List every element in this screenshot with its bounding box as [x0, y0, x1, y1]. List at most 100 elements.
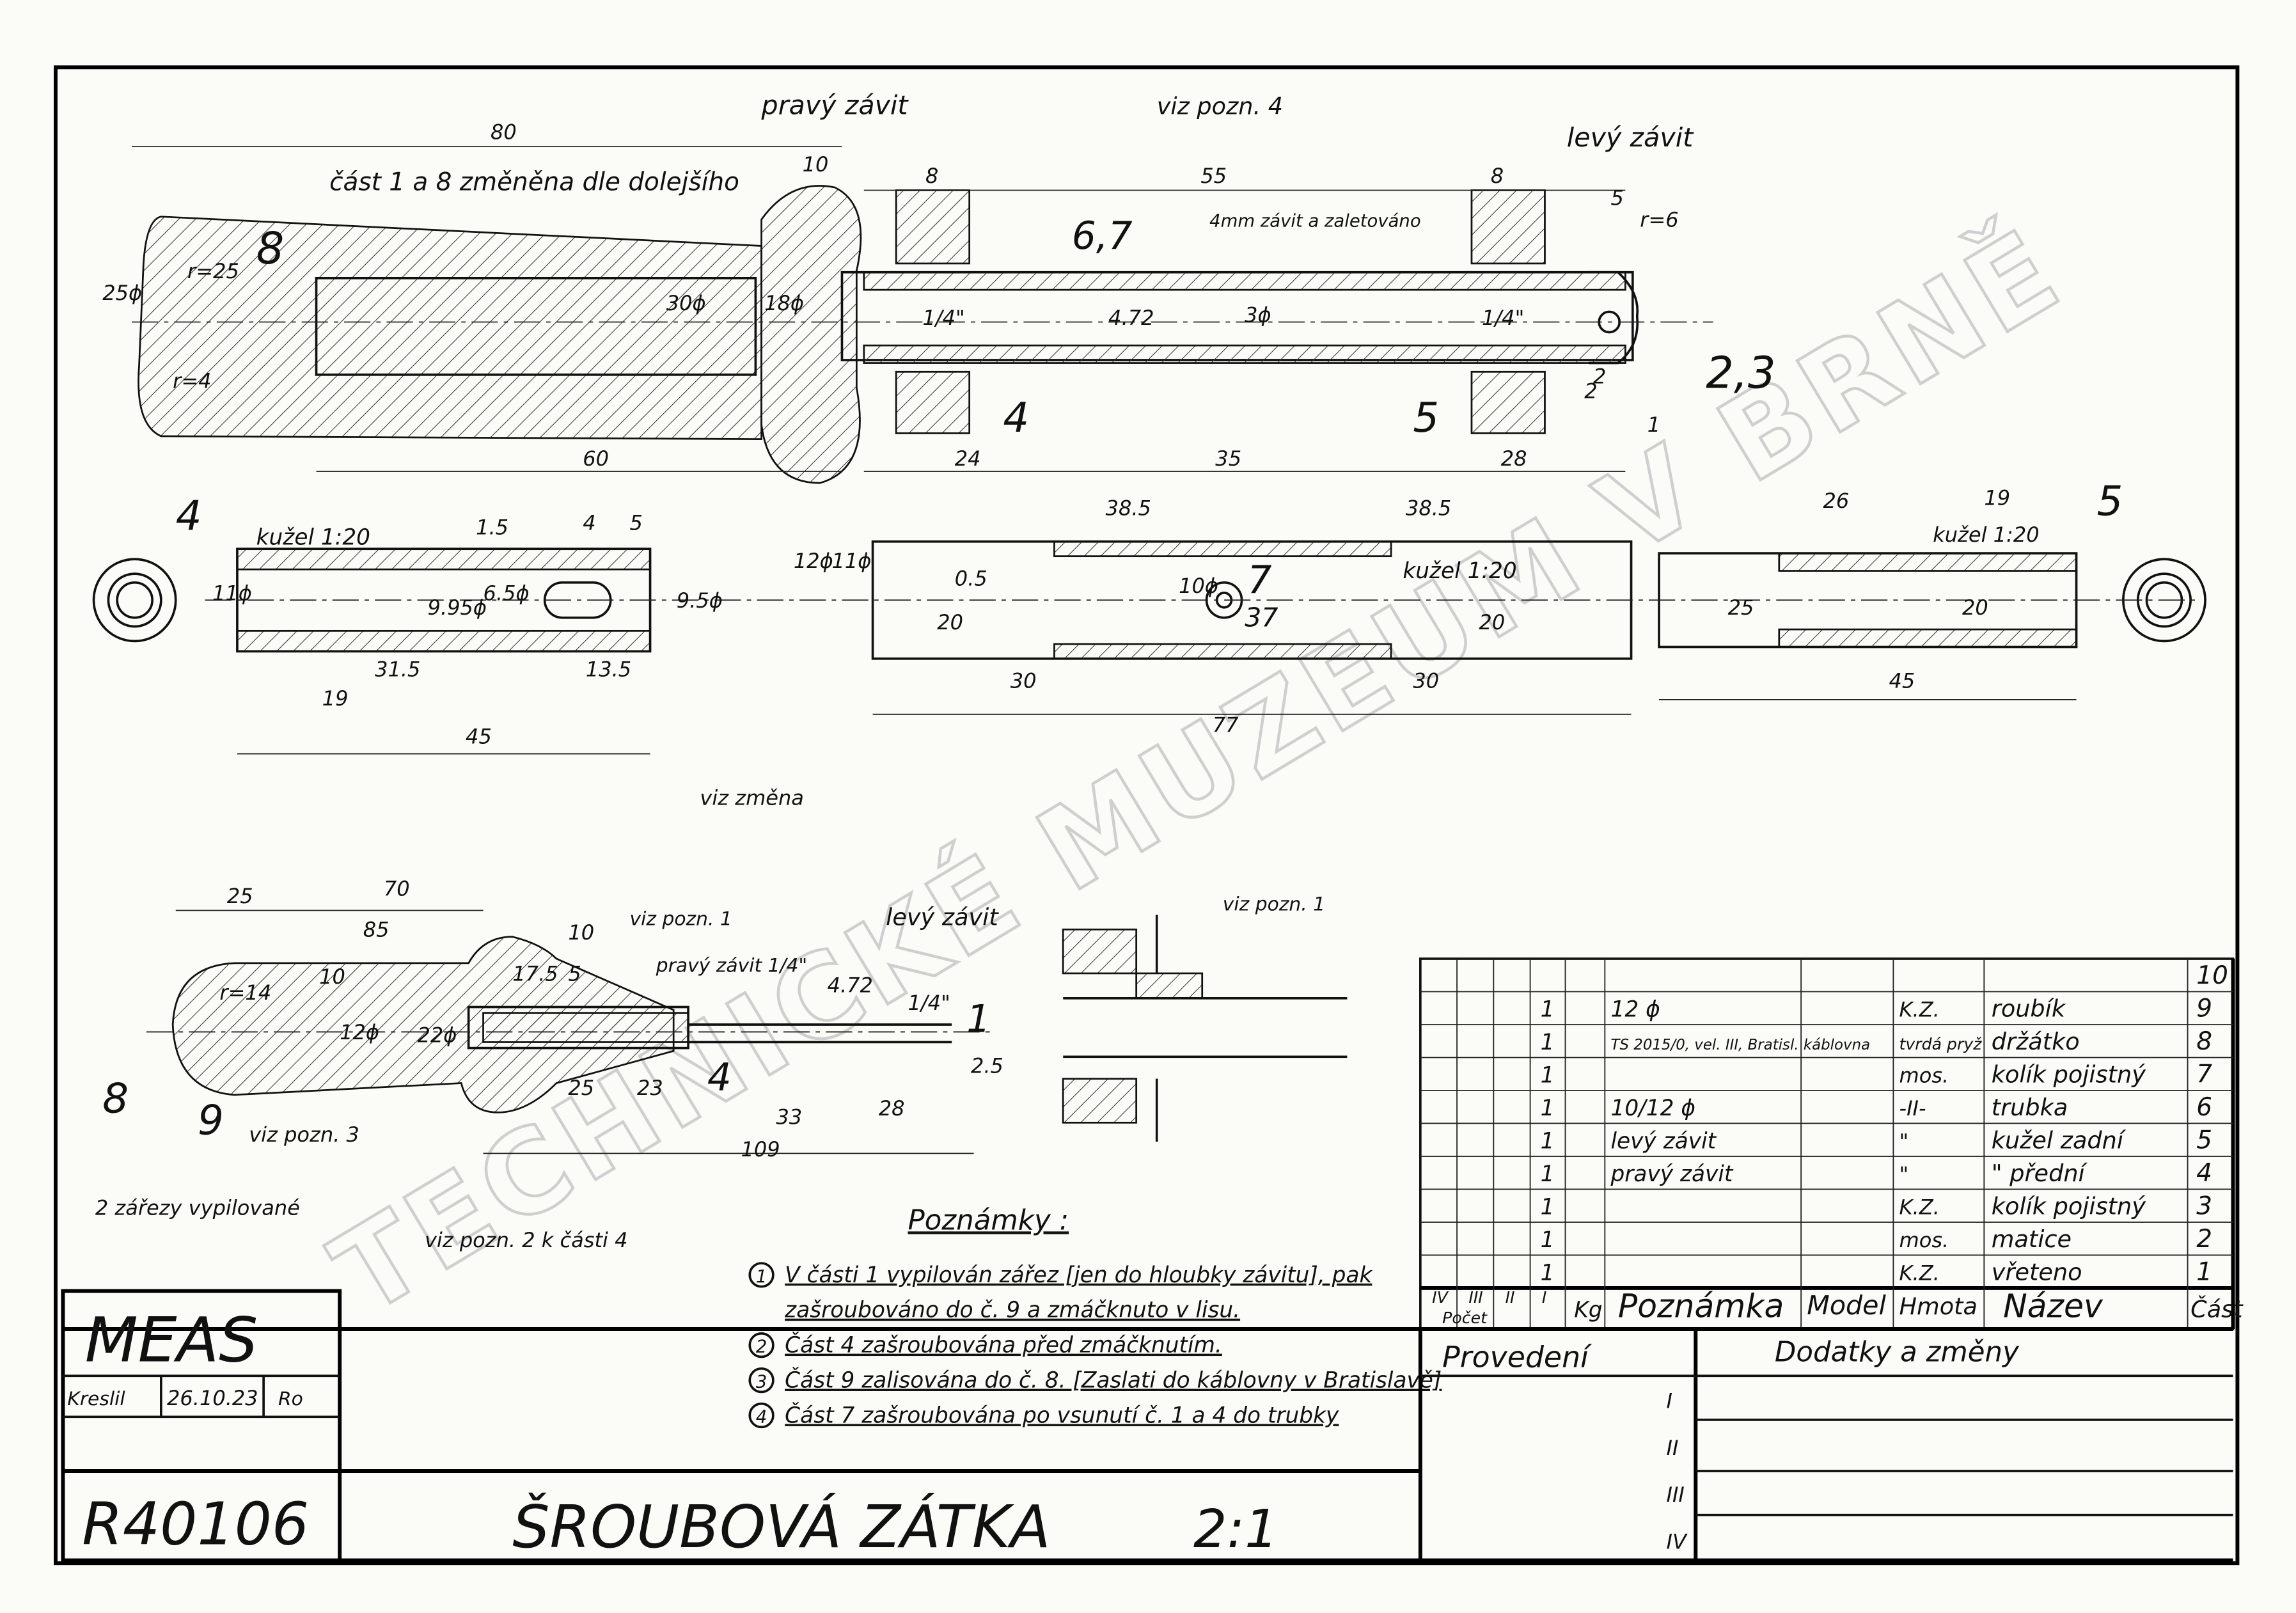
annotation-changed-note: část 1 a 8 změněna dle dolejšího — [329, 168, 739, 197]
drawing-number: R40106 — [82, 1490, 309, 1558]
dimension-label: 2 — [1584, 379, 1597, 403]
dimension-label: 12ϕ — [340, 1020, 379, 1044]
dimension-label: 4 — [583, 510, 595, 535]
parts-row-material: -II- — [1899, 1096, 1926, 1121]
note-text: Část 7 zašroubována po vsunutí č. 1 a 4 … — [785, 1402, 1339, 1428]
dimension-label: 10 — [319, 964, 345, 989]
part-number-label: 8 — [256, 223, 285, 274]
dimension-label: 23 — [637, 1076, 663, 1100]
dimension-label: r=25 — [187, 259, 239, 283]
note-number-circle — [748, 1402, 775, 1429]
annotation-right-thread-14: pravý závit 1/4" — [656, 955, 807, 977]
parts-row-material: mos. — [1899, 1228, 1949, 1252]
dimension-label: 109 — [741, 1137, 780, 1161]
parts-row-part: 5 — [2196, 1126, 2212, 1154]
dimension-label: 85 — [363, 918, 389, 942]
annotation-right-thread: pravý závit — [761, 90, 909, 121]
parts-row-name: kolík pojistný — [1992, 1060, 2146, 1088]
dimension-label: 2 — [1593, 365, 1606, 389]
drawn-date: 26.10.23 — [167, 1386, 258, 1410]
parts-row-note: pravý závit — [1610, 1161, 1733, 1187]
dimension-label: r=4 — [173, 368, 211, 393]
annotation-left-thread: levý závit — [1567, 122, 1694, 153]
execution-row-label: II — [1666, 1436, 1678, 1460]
dimension-label: 28 — [879, 1096, 905, 1121]
parts-row-material: tvrdá pryž — [1899, 1035, 1983, 1053]
annotations: část 1 a 8 změněna dle dolejšího pravý zá… — [95, 90, 2040, 1252]
parts-detail-row — [92, 540, 2206, 755]
notes-heading: Poznámky : — [908, 1204, 1069, 1236]
dimension-label: 0.5 — [955, 566, 987, 590]
sheet-border — [54, 65, 2240, 1566]
header-variant: III — [1468, 1288, 1482, 1307]
dimension-label: 1/4" — [922, 306, 964, 330]
dimension-label: r=6 — [1640, 208, 1678, 232]
parts-row-count: 1 — [1541, 1062, 1555, 1088]
parts-row-material: " — [1899, 1129, 1909, 1153]
dimension-label: 3ϕ — [1245, 303, 1271, 327]
dimension-label: 25 — [227, 884, 253, 908]
parts-row-part: 1 — [2196, 1257, 2212, 1286]
dimension-label: 25 — [1728, 595, 1754, 620]
header-variant: I — [1542, 1288, 1546, 1307]
dimension-label: 45 — [1889, 669, 1915, 693]
part-number-label: 1 — [966, 997, 991, 1041]
note-number-circle — [748, 1367, 775, 1394]
dimension-label: 10 — [803, 152, 829, 177]
dimension-label: 4.72 — [828, 973, 873, 998]
parts-row-part: 2 — [2196, 1225, 2212, 1254]
annotation-cone-rear: kužel 1:20 — [1933, 523, 2039, 547]
note-number-circle — [748, 1332, 775, 1358]
dimension-label: 1/4" — [1482, 306, 1524, 330]
parts-row-note: 10/12 ϕ — [1610, 1096, 1695, 1121]
execution-row-label: III — [1666, 1483, 1684, 1507]
parts-row-name: trubka — [1992, 1094, 2068, 1121]
dimension-label: 13.5 — [586, 657, 631, 681]
parts-row-material: K.Z. — [1899, 997, 1940, 1021]
dimension-label: 11ϕ — [831, 549, 871, 573]
parts-row-part: 9 — [2196, 994, 2212, 1023]
note-number: 2 — [756, 1337, 767, 1357]
part-number-label: 9 — [198, 1098, 224, 1145]
dimension-label: 12ϕ — [794, 549, 833, 573]
annotation-see-change: viz změna — [700, 786, 804, 810]
dimension-label: 20 — [937, 610, 963, 634]
annotation-cone-1: kužel 1:20 — [256, 524, 370, 550]
annotation-see-note-4: viz pozn. 4 — [1157, 93, 1283, 120]
dimension-label: 25 — [568, 1076, 594, 1100]
dimension-label: 30 — [1413, 669, 1439, 693]
parts-row-count: 1 — [1541, 1227, 1555, 1253]
dimension-label: 33 — [776, 1105, 802, 1129]
dimension-label: 1.5 — [476, 515, 508, 539]
dimension-label: 8 — [1491, 164, 1504, 188]
drawn-by-label: Kreslil — [67, 1388, 125, 1410]
execution-label: Provedení — [1442, 1341, 1592, 1374]
part-number-label: 4 — [176, 492, 202, 540]
dimension-label: 70 — [384, 877, 410, 901]
note-text: Část 9 zalisována do č. 8. [Zaslati do k… — [785, 1367, 1442, 1394]
parts-row-name: kolík pojistný — [1992, 1192, 2146, 1220]
part-number-label: 5 — [2097, 478, 2123, 526]
dimension-label: 8 — [925, 164, 938, 188]
dimension-label: 1 — [1647, 413, 1660, 437]
dimension-label: 19 — [1984, 486, 2010, 510]
dimension-label: 38.5 — [1406, 496, 1451, 521]
parts-row-material: K.Z. — [1899, 1195, 1940, 1219]
part-number-label: 7 — [1248, 558, 1272, 602]
annotation-see-note-3: viz pozn. 3 — [249, 1122, 359, 1147]
header-part: Část — [2190, 1295, 2244, 1323]
changes-label: Dodatky a změny — [1775, 1336, 2020, 1368]
parts-row-count: 1 — [1541, 1128, 1555, 1154]
part-number-label: 8 — [102, 1075, 129, 1122]
dimension-label: 9.95ϕ — [428, 595, 487, 620]
dimension-label: 30 — [1010, 669, 1037, 693]
parts-row-material: " — [1899, 1162, 1909, 1186]
header-count: Počet — [1442, 1309, 1488, 1327]
parts-row-note: levý závit — [1610, 1128, 1717, 1154]
parts-row-count: 1 — [1541, 996, 1555, 1022]
parts-row-count: 1 — [1541, 1030, 1555, 1055]
